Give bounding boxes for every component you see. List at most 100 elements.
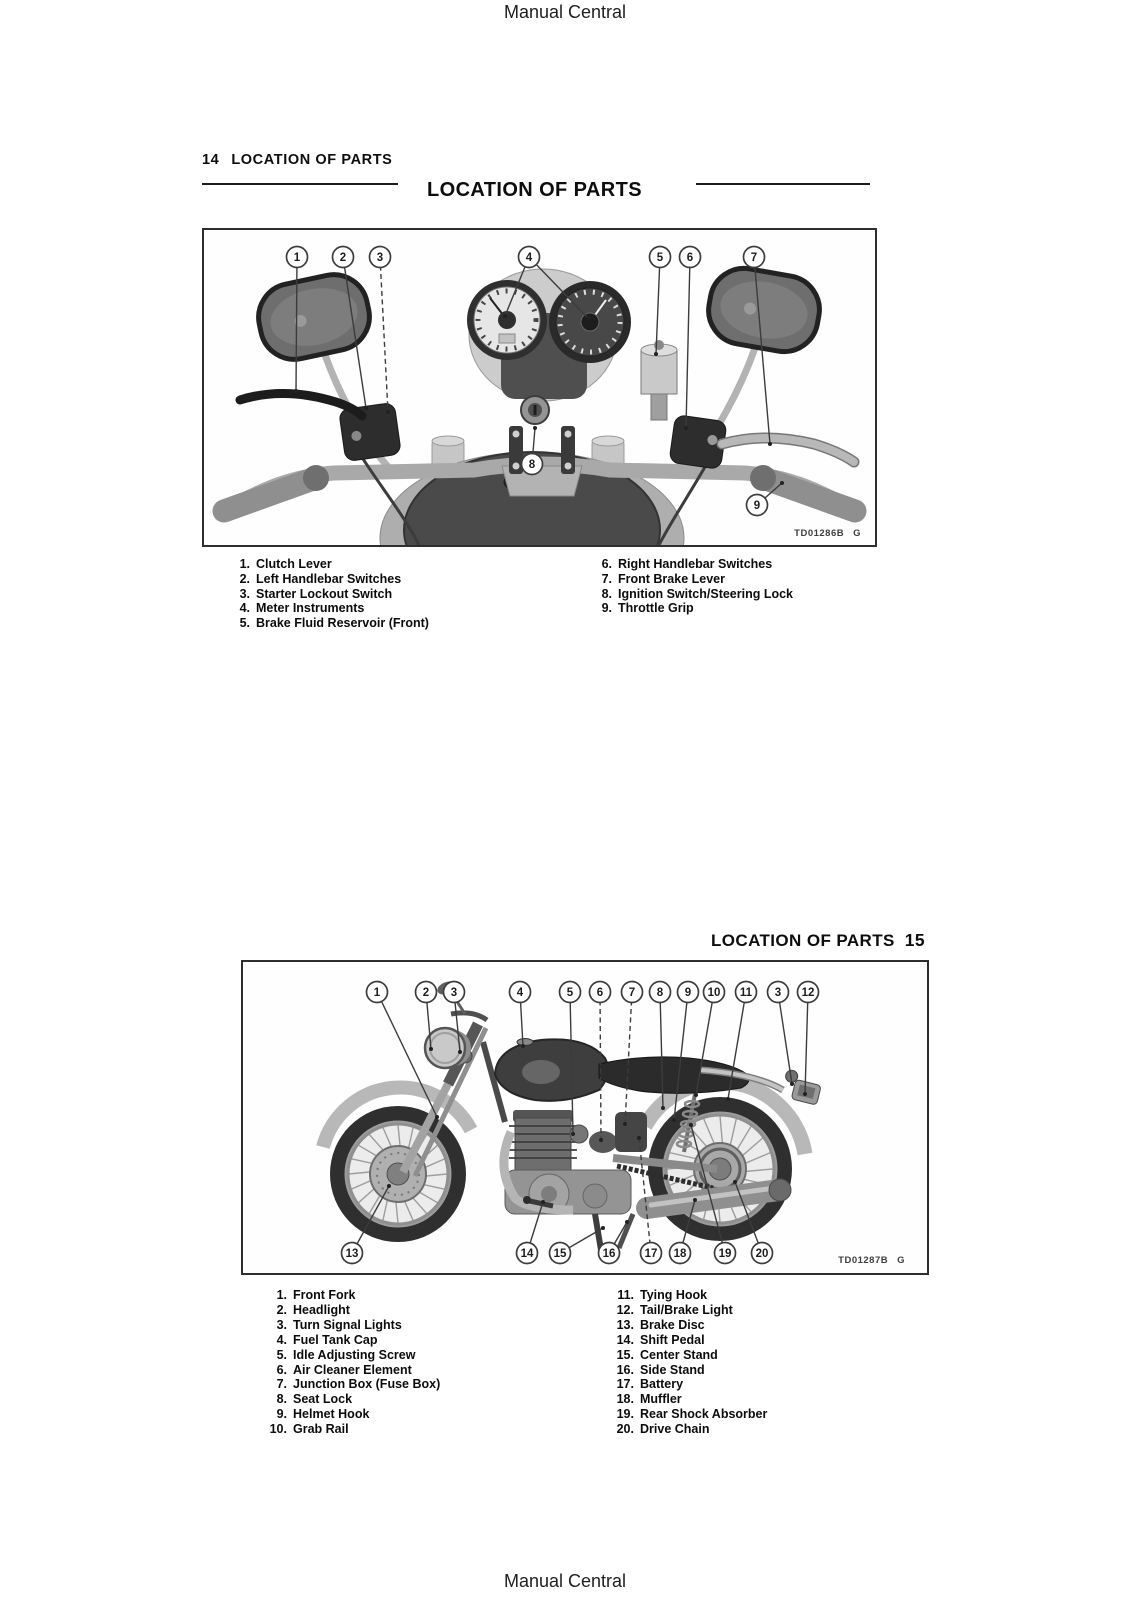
svg-text:7: 7 — [629, 987, 635, 999]
part-label: Clutch Lever — [256, 557, 332, 571]
svg-text:3: 3 — [775, 987, 781, 999]
page14-section-title: LOCATION OF PARTS — [427, 179, 642, 201]
side-cover — [615, 1112, 647, 1152]
tachometer-gauge — [549, 281, 631, 363]
svg-text:13: 13 — [346, 1248, 359, 1260]
part-list-item: 12.Tail/Brake Light — [596, 1303, 767, 1318]
svg-text:5: 5 — [657, 252, 664, 264]
callout-14: 14 — [515, 1200, 545, 1265]
part-label: Front Brake Lever — [618, 571, 725, 586]
part-list-item: 9.Helmet Hook — [253, 1407, 440, 1422]
part-number: 6. — [276, 1362, 287, 1377]
svg-text:4: 4 — [517, 987, 524, 999]
rear-turn-signal — [785, 1069, 799, 1083]
part-label: Rear Shock Absorber — [640, 1407, 768, 1422]
part-list-item: 11.Tying Hook — [596, 1288, 767, 1303]
frame-downtube — [480, 1041, 508, 1123]
callout-3: 3 — [442, 980, 466, 1054]
part-number: 5. — [239, 616, 250, 631]
callout-10: 10 — [694, 980, 726, 1097]
part-list-item: 1.Clutch Lever — [224, 557, 429, 572]
svg-text:2: 2 — [340, 252, 346, 264]
callout-20: 20 — [733, 1180, 774, 1265]
svg-text:16: 16 — [603, 1248, 616, 1260]
part-number: 8. — [601, 586, 612, 601]
part-list-item: 6. Air Cleaner Element — [253, 1363, 440, 1378]
part-number: 16. — [616, 1362, 634, 1377]
part-number: 5. — [276, 1347, 287, 1362]
callout-15: 15 — [548, 1226, 605, 1265]
svg-text:7: 7 — [751, 252, 757, 264]
part-label: Idle Adjusting Screw — [293, 1347, 416, 1362]
part-number: 4. — [276, 1332, 287, 1347]
part-list-item: 2.Left Handlebar Switches — [224, 572, 429, 587]
header-rule-left — [202, 183, 398, 185]
part-label: Shift Pedal — [640, 1332, 705, 1347]
part-label: Air Cleaner Element — [293, 1362, 412, 1377]
part-list-item: 3.Turn Signal Lights — [253, 1318, 440, 1333]
callout-19: 19 — [689, 1123, 737, 1265]
part-list-item: 20.Drive Chain — [596, 1422, 767, 1437]
part-label: Tail/Brake Light — [640, 1302, 733, 1317]
shift-pedal — [523, 1196, 554, 1209]
part-number: 7. — [276, 1377, 287, 1392]
part-label: Center Stand — [640, 1347, 718, 1362]
part-label: Turn Signal Lights — [293, 1317, 402, 1332]
swingarm — [612, 1154, 718, 1173]
part-list-item: 7.Junction Box (Fuse Box) — [253, 1377, 441, 1392]
part-list-item: 7.Front Brake Lever — [586, 572, 793, 587]
svg-text:1: 1 — [374, 987, 381, 999]
callout-5: 5 — [558, 980, 582, 1136]
svg-text:1: 1 — [294, 252, 301, 264]
callout-2: 2 — [414, 980, 438, 1051]
page15-running-header: LOCATION OF PARTS 15 — [711, 930, 925, 951]
seat — [598, 1056, 750, 1094]
callout-6: 6 — [678, 245, 702, 430]
callout-13: 13 — [340, 1184, 391, 1265]
part-number: 6. — [601, 557, 612, 571]
engine — [504, 1110, 647, 1215]
drive-chain — [616, 1163, 714, 1191]
front-fender — [316, 1080, 478, 1149]
part-label: Throttle Grip — [618, 601, 694, 616]
svg-text:12: 12 — [802, 987, 815, 999]
part-number: 2. — [239, 571, 250, 586]
part-list-item: 16.Side Stand — [596, 1363, 767, 1378]
part-list-item: 9.Throttle Grip — [586, 601, 793, 616]
page15-page-number: 15 — [904, 930, 925, 950]
part-list-item: 2.Headlight — [253, 1303, 440, 1318]
figure1-code: TD01286B G — [794, 528, 861, 539]
svg-text:14: 14 — [521, 1248, 534, 1260]
part-number: 15. — [616, 1347, 634, 1362]
part-number: 4. — [239, 601, 250, 616]
headlight — [423, 1026, 471, 1070]
part-list-item: 1.Front Fork — [253, 1288, 440, 1303]
part-list-item: 14.Shift Pedal — [596, 1333, 767, 1348]
page14-page-number: 14 — [202, 152, 220, 168]
svg-text:3: 3 — [451, 987, 457, 999]
part-list-item: 4.Fuel Tank Cap — [253, 1333, 440, 1348]
page15-running-header-label: LOCATION OF PARTS — [711, 931, 895, 950]
callout-11: 11 — [726, 980, 758, 1101]
part-list-item: 19.Rear Shock Absorber — [596, 1407, 768, 1422]
part-number: 20. — [616, 1422, 634, 1437]
throttle-cable — [657, 459, 711, 545]
figure1-code-text: TD01286B — [794, 528, 845, 539]
part-list-item: 17.Battery — [596, 1377, 767, 1392]
part-list-item: 10.Grab Rail — [253, 1422, 440, 1437]
callout-7: 7 — [620, 980, 644, 1126]
figure1-code-suffix: G — [853, 528, 861, 539]
part-list-item: 8.Ignition Switch/Steering Lock — [586, 587, 793, 602]
part-label: Brake Disc — [640, 1317, 705, 1332]
part-number: 1. — [276, 1288, 287, 1302]
muffler — [636, 1178, 792, 1219]
callout-1: 1 — [365, 980, 439, 1119]
callout-9: 9 — [745, 481, 784, 517]
